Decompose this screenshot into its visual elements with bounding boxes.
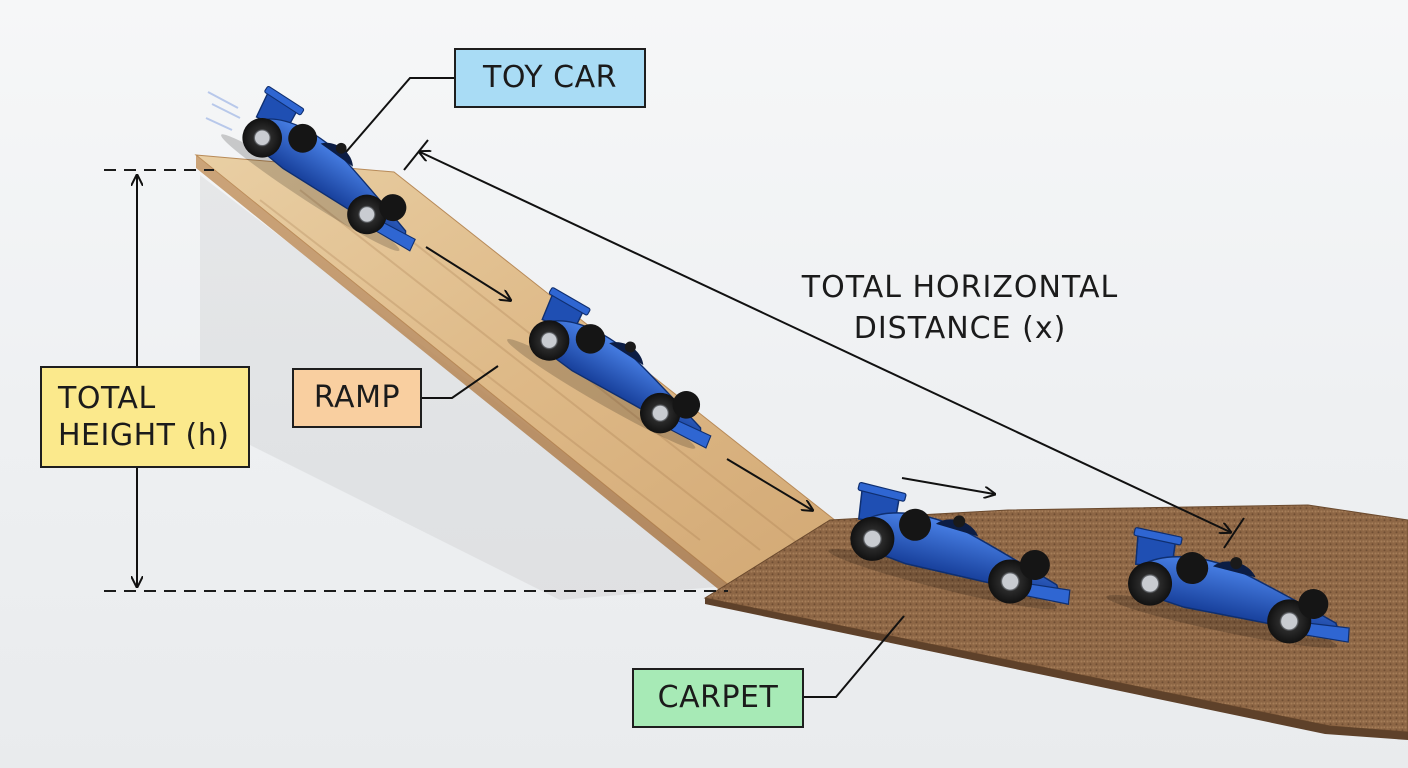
toy-car-label: TOY CAR [454, 48, 646, 108]
distance-tick-end [1223, 517, 1245, 549]
distance-arrow [420, 152, 1230, 532]
speed-streaks [205, 91, 241, 131]
carpet-leader [804, 615, 905, 698]
distance-line-2: DISTANCE (x) [853, 310, 1067, 346]
motion-arrow-1 [425, 246, 510, 300]
motion-arrow-2 [726, 458, 812, 510]
carpet-label: CARPET [632, 668, 804, 728]
total-height-label: TOTAL HEIGHT (h) [40, 366, 250, 468]
ramp-leader [422, 365, 499, 399]
toy-car-leader [345, 77, 454, 153]
total-horizontal-distance-label: TOTAL HORIZONTAL DISTANCE (x) [770, 268, 1150, 349]
ramp-label: RAMP [292, 368, 422, 428]
motion-arrow-3 [901, 477, 994, 494]
total-height-line-2: HEIGHT (h) [58, 418, 230, 453]
total-height-line-1: TOTAL [58, 380, 156, 416]
distance-line-1: TOTAL HORIZONTAL [801, 270, 1119, 305]
distance-tick-start [403, 139, 429, 171]
